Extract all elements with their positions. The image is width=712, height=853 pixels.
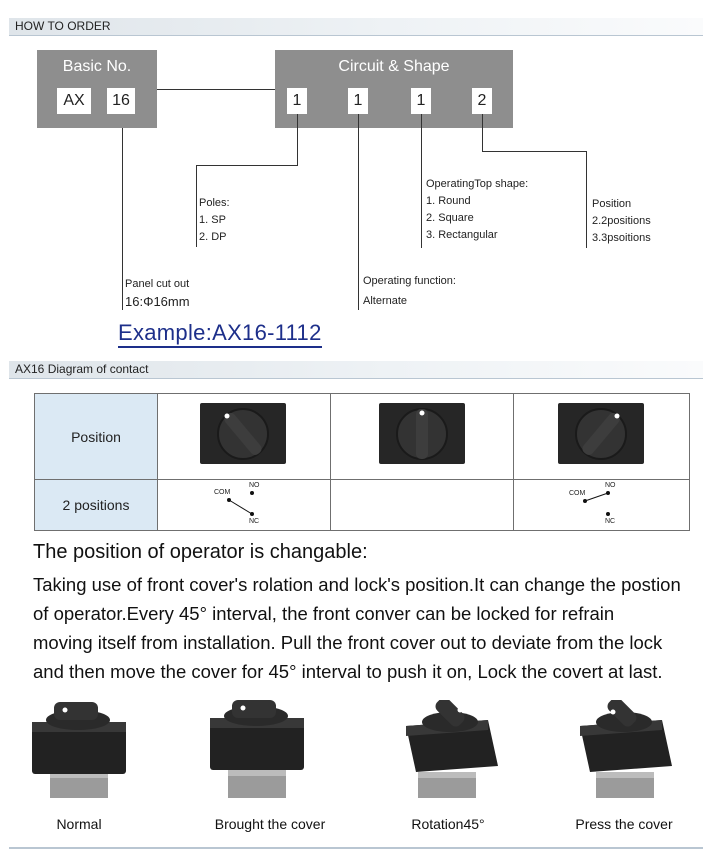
circuit-shape-box: Circuit & Shape 1 1 1 2 (275, 50, 513, 128)
position-cell-3 (513, 393, 690, 480)
contact-nc-label: NC (605, 518, 616, 525)
position-item-3: 3.3psoitions (592, 232, 651, 244)
knob-right-icon (558, 403, 644, 464)
top-shape-title: OperatingTop shape: (426, 178, 529, 190)
order-example: Example:AX16-1112 (118, 320, 322, 348)
leader-panel-cut (122, 128, 123, 310)
contact-nc-label: NC (249, 518, 260, 525)
operating-function-value: Alternate (363, 295, 408, 307)
leader-poles-h (196, 165, 298, 166)
how-to-order-header: HOW TO ORDER (9, 18, 703, 36)
position-cell-2 (330, 393, 514, 480)
leader-top-shape (421, 114, 422, 248)
contact-switch-left-icon (227, 491, 254, 516)
switch-rotation-image (406, 700, 498, 798)
contact-table: Position (34, 393, 690, 531)
caption-press-cover: Press the cover (575, 816, 673, 832)
leader-position-v2 (586, 151, 587, 248)
panel-cut-value: 16:Φ16mm (125, 294, 190, 309)
description-body: Taking use of front cover's rolation and… (33, 570, 712, 686)
poles-item-sp: 1. SP (199, 214, 226, 226)
operating-function-title: Operating function: (363, 275, 456, 287)
bottom-divider (9, 847, 703, 849)
basic-no-title: Basic No. (62, 58, 132, 75)
caption-brought-cover: Brought the cover (214, 816, 326, 832)
how-to-order-title: HOW TO ORDER (15, 19, 111, 33)
contact-diagram-title: AX16 Diagram of contact (15, 362, 149, 376)
circuit-cell-poles: 1 (287, 88, 307, 114)
contact-switch-right-icon (583, 491, 610, 516)
caption-rotation: Rotation45° (411, 816, 485, 832)
position-item-2: 2.2positions (592, 215, 651, 227)
basic-no-cell-ax: AX (57, 88, 91, 114)
contact-no-label: NO (249, 482, 260, 489)
circuit-cell-top-shape: 1 (411, 88, 431, 114)
contact-com-label: COM (214, 489, 231, 496)
connector-line (157, 89, 275, 90)
description-line: moving itself from installation. Pull th… (33, 632, 663, 653)
poles-label: Poles: 1. SP 2. DP (199, 195, 230, 246)
table-row: 2 positions COM NO NC COM NO NC (34, 479, 690, 531)
position-label: Position 2.2positions 3.3psoitions (592, 196, 651, 247)
knob-left-icon (200, 403, 286, 464)
panel-cut-label: Panel cut out 16:Φ16mm (125, 276, 190, 310)
top-shape-item-rect: 3. Rectangular (426, 229, 498, 241)
row-header-position: Position (34, 393, 158, 480)
leader-poles-v2 (196, 165, 197, 247)
description-line: and then move the cover for 45° interval… (33, 661, 663, 682)
panel-cut-title: Panel cut out (125, 278, 190, 290)
leader-function (358, 114, 359, 310)
contact-cell-3: COM NO NC (513, 479, 690, 531)
operating-function-label: Operating function: Alternate (363, 273, 456, 310)
top-shape-item-round: 1. Round (426, 195, 471, 207)
circuit-cell-function: 1 (348, 88, 368, 114)
switch-normal-image (32, 702, 126, 798)
description-heading: The position of operator is changable: (33, 541, 368, 563)
contact-cell-2 (330, 479, 514, 531)
poles-item-dp: 2. DP (199, 231, 227, 243)
switch-press-cover-image (580, 700, 672, 798)
basic-no-cell-16: 16 (107, 88, 135, 114)
table-row: Position (34, 393, 690, 480)
contact-com-label: COM (569, 490, 586, 497)
contact-cell-1: COM NO NC (157, 479, 331, 531)
top-shape-label: OperatingTop shape: 1. Round 2. Square 3… (426, 176, 528, 244)
description-line: Taking use of front cover's rolation and… (33, 574, 681, 595)
leader-position-h (482, 151, 586, 152)
contact-no-label: NO (605, 482, 616, 489)
position-title: Position (592, 198, 632, 210)
poles-title: Poles: (199, 197, 230, 209)
basic-no-box: Basic No. AX 16 (37, 50, 157, 128)
circuit-shape-title: Circuit & Shape (338, 58, 450, 75)
knob-center-icon (379, 403, 465, 464)
top-shape-item-square: 2. Square (426, 212, 474, 224)
leader-position-v1 (482, 114, 483, 152)
switch-brought-cover-image (210, 700, 304, 798)
circuit-cell-position: 2 (472, 88, 492, 114)
contact-diagram-header: AX16 Diagram of contact (9, 361, 703, 379)
caption-normal: Normal (56, 816, 102, 832)
description-line: of operator.Every 45° interval, the fron… (33, 603, 615, 624)
leader-poles-v1 (297, 114, 298, 166)
row-header-2-positions: 2 positions (34, 479, 158, 531)
position-cell-1 (157, 393, 331, 480)
